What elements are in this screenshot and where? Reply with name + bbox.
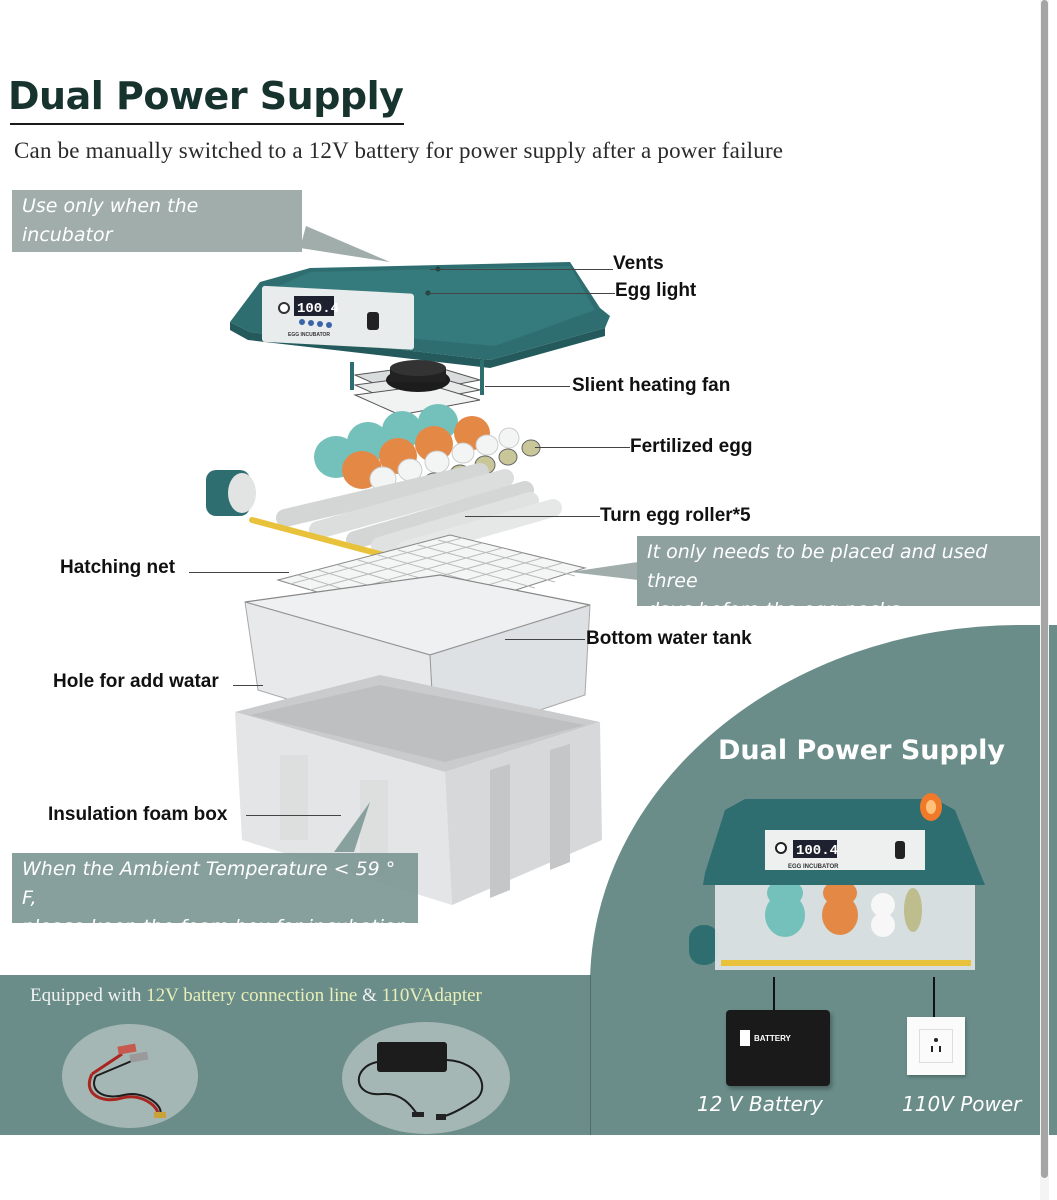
foam-box [235,675,602,905]
title-underline [10,123,404,125]
foam-note: When the Ambient Temperature < 59 ° F, p… [12,853,418,938]
dual-power-title: Dual Power Supply [718,735,1005,766]
battery-image: BATTERY [726,1010,830,1086]
accessory-adapter: 110VAdapter [381,985,482,1006]
egg-light-leader [425,293,615,294]
incubator-lid: 100.4 EGG INCUBATOR [230,262,610,368]
water-tank-label: Bottom water tank [586,628,752,649]
assembled-incubator: 100.4 EGG INCUBATOR [689,793,985,970]
accessories-joiner: & [357,985,382,1006]
accessory-battery-line: 12V battery connection line [146,985,358,1006]
battery-icon [740,1030,750,1046]
temperature-display [294,296,334,316]
vents-note-pointer [300,226,390,262]
temperature-display [793,840,837,858]
incubator-exploded-diagram: 100.4 EGG INCUBATOR [206,262,610,905]
foam-note-pointer [334,802,370,852]
page-title: Dual Power Supply [8,74,404,118]
foam-box-label: Insulation foam box [48,804,228,825]
water-tank-leader [505,639,585,640]
band-divider [590,975,591,1135]
page-subtitle: Can be manually switched to a 12V batter… [14,138,784,163]
battery-caption: 12 V Battery [697,1092,823,1116]
water-hole-label: Hole for add watar [53,671,219,692]
accessories-prefix: Equipped with [30,985,147,1006]
power-adapter-icon [357,1042,484,1120]
panel-label: EGG INCUBATOR [788,864,839,870]
adapter-circle [342,1022,510,1134]
scrollbar-thumb[interactable] [1041,0,1048,1178]
power-button-icon [278,302,290,314]
net-note-pointer [570,562,638,580]
eggs [314,404,541,500]
control-panel [262,285,414,350]
accessories-text: Equipped with 12V battery connection lin… [30,985,482,1007]
roller-leader [465,516,600,517]
display-value: 100.4 [796,843,838,859]
egg-rollers [249,463,562,571]
egg-light-label: Egg light [615,280,697,301]
battery-brand: BATTERY [754,1034,791,1043]
foam-note-line2: please keep the foam box for incubation [22,916,408,938]
heating-fan [350,360,484,416]
water-hole-leader [233,685,263,686]
foam-note-line1: When the Ambient Temperature < 59 ° F, [22,858,396,909]
roller-label: Turn egg roller*5 [600,505,751,526]
outlet-ground-icon [934,1038,938,1042]
vents-note: Use only when the incubator temperature … [12,190,302,275]
foam-box-leader [246,815,341,816]
fertilized-egg-leader [535,447,630,448]
hatching-net-leader [189,572,289,573]
display-value: 100.4 [297,301,339,317]
fan-label: Slient heating fan [572,375,731,396]
vents-note-line2: temperature is too high [22,253,248,275]
fertilized-egg-label: Fertilized egg [630,436,753,457]
net-note-line1: It only needs to be placed and used thre… [647,541,988,592]
power-socket-icon [367,312,379,330]
wall-outlet-image [907,1017,965,1075]
fan-leader [485,386,570,387]
battery-cable-circle [62,1024,198,1128]
net-note-line2: days before the egg pecks [647,599,900,621]
vents-label: Vents [613,253,664,274]
battery-cable [773,977,775,1017]
outlet-cable [933,977,935,1017]
power-button-icon [775,842,787,854]
side-motor [689,925,719,965]
vents-note-line1: Use only when the incubator [22,195,199,246]
hatching-net-label: Hatching net [60,557,176,578]
battery-clip-cable-icon [87,1043,166,1118]
vents-leader [430,269,613,270]
outlet-caption: 110V Power [902,1092,1022,1116]
power-socket-icon [895,841,905,859]
net-note: It only needs to be placed and used thre… [637,536,1041,621]
roller-motor [206,470,256,516]
panel-label: EGG INCUBATOR [288,332,330,338]
